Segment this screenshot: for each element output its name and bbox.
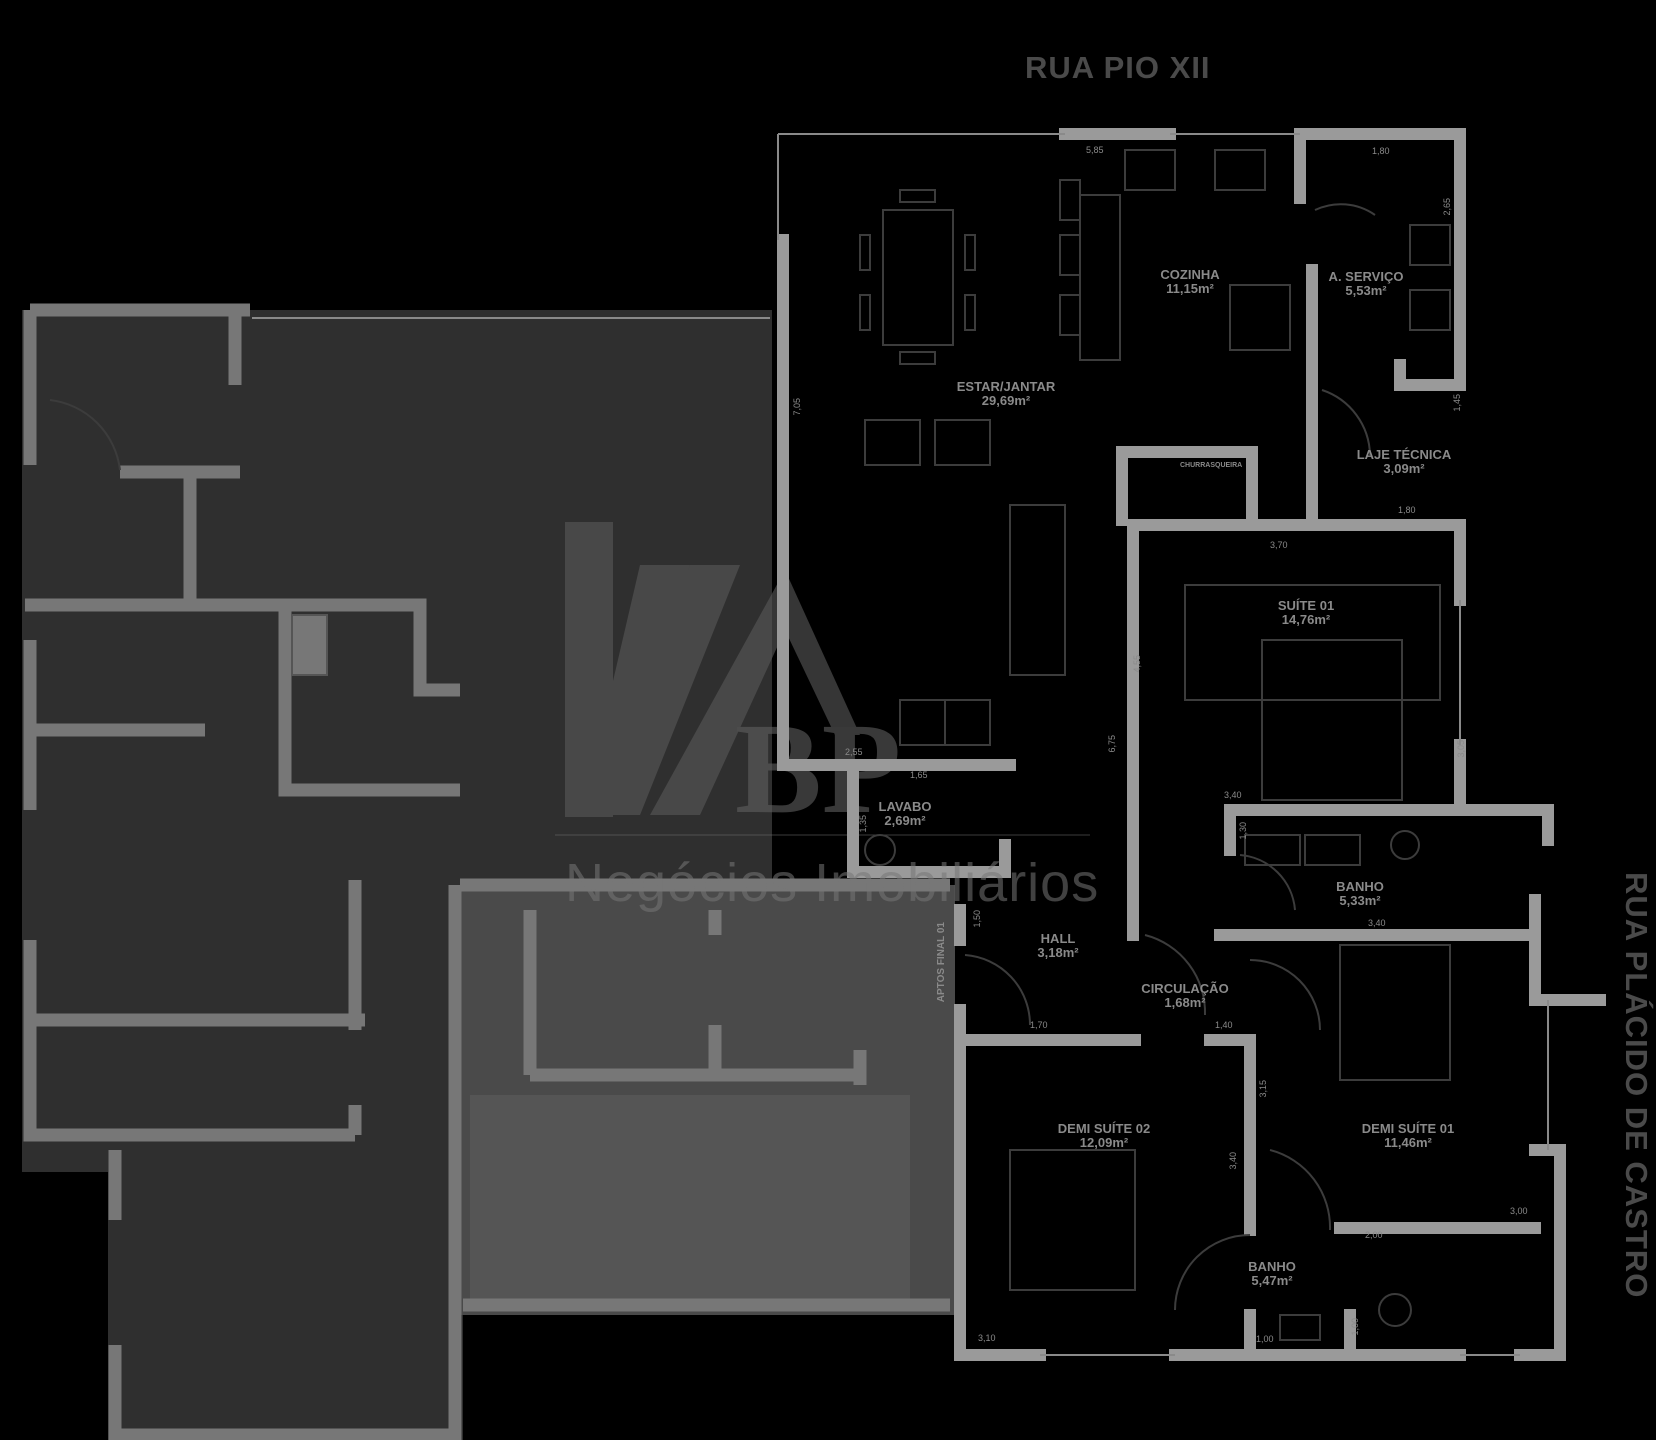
label-churrasqueira: CHURRASQUEIRA — [1180, 462, 1243, 469]
dimension-label: 3,00 — [1510, 1206, 1528, 1216]
door-swings — [49, 203, 1376, 1311]
label-aptos-final: APTOS FINAL 01 — [936, 922, 947, 1003]
room-demi-suite-01: DEMI SUÍTE 01 11,46m² — [1362, 1122, 1454, 1150]
room-lavabo: LAVABO 2,69m² — [879, 800, 932, 828]
dimension-label: 6,75 — [1107, 735, 1117, 753]
room-name: BANHO — [1336, 879, 1384, 894]
room-laje-tecnica: LAJE TÉCNICA 3,09m² — [1357, 448, 1452, 476]
room-area-servico: A. SERVIÇO 5,53m² — [1329, 270, 1404, 298]
room-name: A. SERVIÇO — [1328, 269, 1404, 284]
room-area: 11,15m² — [1166, 281, 1214, 296]
dimension-label: 3,40 — [1228, 1152, 1238, 1170]
room-circulacao: CIRCULAÇÃO 1,68m² — [1141, 982, 1228, 1010]
brand-name: Negócios Imobiliários — [565, 853, 1100, 913]
room-banho-suite: BANHO 5,33m² — [1336, 880, 1384, 908]
dimension-label: 7,05 — [792, 398, 802, 416]
room-banho-demi: BANHO 5,47m² — [1248, 1260, 1296, 1288]
room-area: 12,09m² — [1079, 1135, 1129, 1150]
dimension-label: 1,35 — [858, 815, 868, 833]
room-name: LAJE TÉCNICA — [1356, 447, 1452, 462]
dimension-label: 2,55 — [845, 747, 863, 757]
dimension-label: 2,65 — [1442, 198, 1452, 216]
room-name: LAVABO — [878, 799, 932, 814]
dimension-label: 2,00 — [1365, 1230, 1383, 1240]
room-hall: HALL 3,18m² — [1037, 932, 1078, 960]
room-area: 2,69m² — [884, 813, 926, 828]
room-area: 11,46m² — [1384, 1135, 1432, 1150]
room-name: BANHO — [1248, 1259, 1296, 1274]
room-estar-jantar: ESTAR/JANTAR 29,69m² — [957, 380, 1055, 408]
dimension-label: 4,55 — [1132, 655, 1142, 673]
dimension-label: 1,65 — [910, 770, 928, 780]
dimension-label: 3,70 — [1270, 540, 1288, 550]
dimension-label: 1,00 — [1350, 1318, 1360, 1336]
room-area: 14,76m² — [1281, 612, 1331, 627]
dimension-label: 1,00 — [1256, 1334, 1274, 1344]
room-cozinha: COZINHA 11,15m² — [1160, 268, 1219, 296]
room-name: DEMI SUÍTE 02 — [1057, 1121, 1151, 1136]
room-suite-01: SUÍTE 01 14,76m² — [1278, 599, 1334, 627]
street-name-right: RUA PLÁCIDO DE CASTRO — [1619, 872, 1654, 1299]
room-name: SUÍTE 01 — [1277, 598, 1335, 613]
dimension-label: 1,80 — [1398, 505, 1416, 515]
dimension-label: 1,40 — [1215, 1020, 1233, 1030]
room-area: 3,09m² — [1383, 461, 1425, 476]
dimension-label: 3,40 — [1368, 918, 1386, 928]
room-area: 5,33m² — [1339, 893, 1381, 908]
dimension-label: 1,70 — [1030, 1020, 1048, 1030]
room-area: 5,53m² — [1345, 283, 1387, 298]
dimension-label: 3,15 — [1258, 1080, 1268, 1098]
dimension-label: 3,10 — [978, 1333, 996, 1343]
room-name: COZINHA — [1160, 267, 1220, 282]
room-name: ESTAR/JANTAR — [956, 379, 1056, 394]
room-demi-suite-02: DEMI SUÍTE 02 12,09m² — [1058, 1122, 1150, 1150]
dimension-label: 1,45 — [1452, 394, 1462, 412]
dimension-label: 1,80 — [1372, 146, 1390, 156]
room-name: CIRCULAÇÃO — [1141, 981, 1229, 996]
furniture — [859, 149, 1451, 1341]
dimension-label: 3,05 — [1456, 740, 1466, 758]
room-area: 1,68m² — [1164, 995, 1206, 1010]
dimension-label: 1,30 — [1238, 822, 1248, 840]
brand-logo: BP — [555, 522, 1090, 841]
room-area: 29,69m² — [981, 393, 1031, 408]
windows — [252, 133, 1549, 1356]
dimension-label: 5,85 — [1086, 145, 1104, 155]
room-area: 3,18m² — [1037, 945, 1079, 960]
dimension-label: 3,40 — [1224, 790, 1242, 800]
room-name: HALL — [1040, 931, 1076, 946]
street-name-top: RUA PIO XII — [1025, 50, 1211, 85]
room-name: DEMI SUÍTE 01 — [1361, 1121, 1455, 1136]
room-area: 5,47m² — [1251, 1273, 1293, 1288]
